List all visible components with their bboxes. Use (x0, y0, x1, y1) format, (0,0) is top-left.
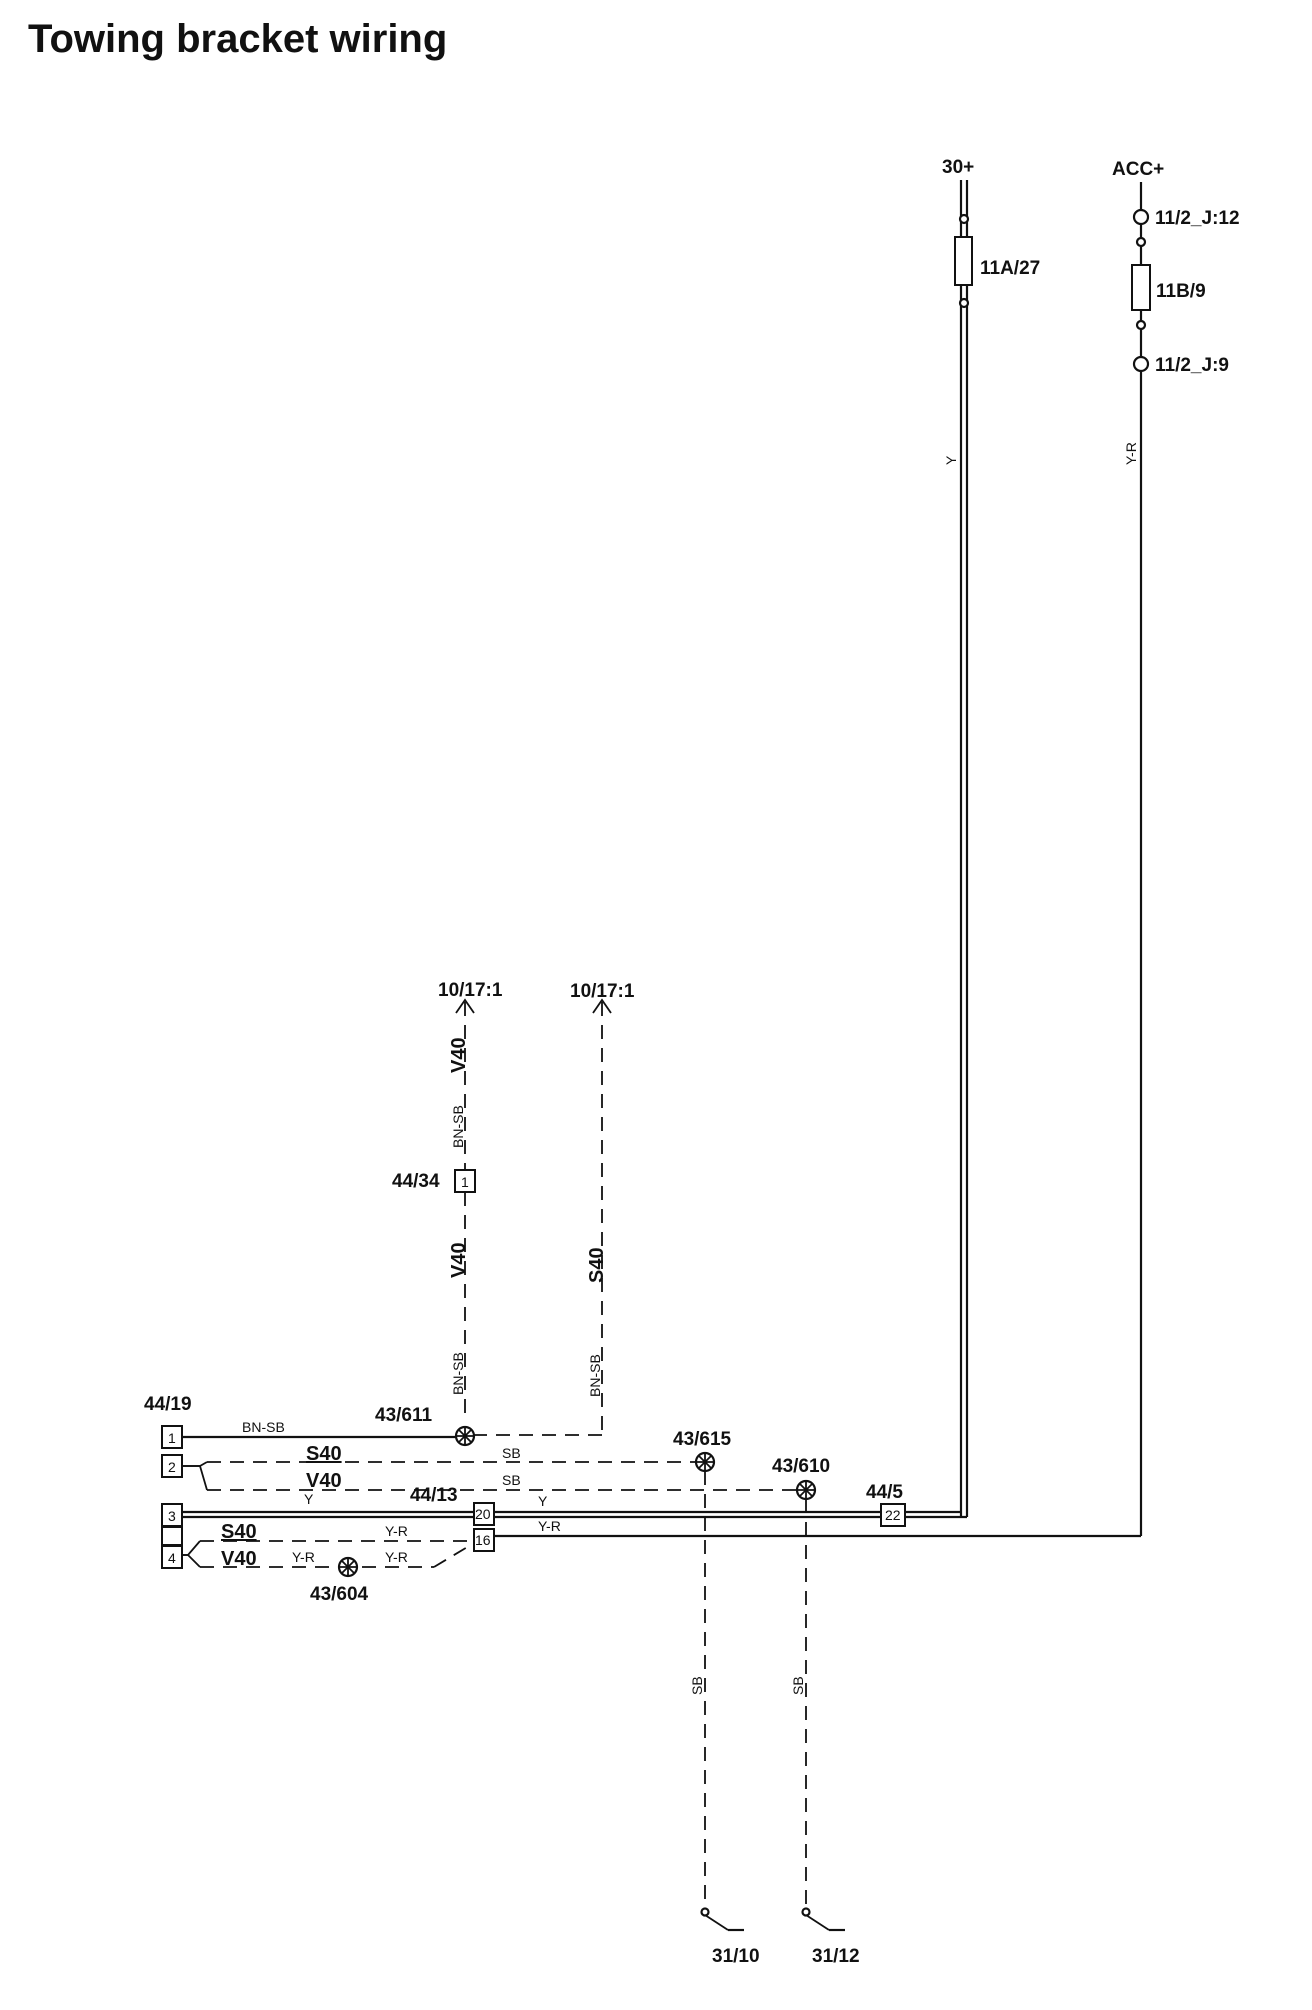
wire-color-sb-ground-2: SB (790, 1676, 806, 1695)
wire-color-bnsb-lower: BN-SB (450, 1352, 466, 1395)
connector-44-13-pin-20 (473, 1502, 495, 1526)
variant-v40-pin4: V40 (221, 1548, 257, 1570)
splice-43-610 (795, 1479, 817, 1501)
splice-43-611-label: 43/611 (375, 1405, 432, 1426)
diagram-title: Towing bracket wiring (28, 17, 447, 61)
connector-44-19-label: 44/19 (144, 1394, 192, 1415)
wire-color-y-vertical: Y (943, 455, 959, 465)
ground-31-10-label: 31/10 (712, 1946, 760, 1967)
connector-11-2-j9-label: 11/2_J:9 (1155, 355, 1229, 376)
label-30plus: 30+ (942, 157, 974, 178)
wire-color-bnsb-upper: BN-SB (450, 1105, 466, 1148)
wire-pin4-branch-bottom (182, 1554, 201, 1568)
splice-43-615 (694, 1451, 716, 1473)
fuse-terminal-bottom (958, 297, 970, 309)
ground-31-10 (700, 1907, 744, 1932)
wire-color-sb-s40: SB (502, 1445, 521, 1461)
variant-s40-pin2: S40 (306, 1443, 342, 1465)
fuse-11a27 (954, 236, 973, 286)
wire-pin2-branch-bottom (182, 1465, 208, 1491)
connector-11-2-j12-label: 11/2_J:12 (1155, 208, 1240, 229)
ground-31-12 (801, 1907, 845, 1932)
splice-43-604-label: 43/604 (310, 1584, 369, 1605)
arrow-ref-b (592, 998, 612, 1014)
fuse-11b9-label: 11B/9 (1156, 281, 1206, 302)
label-accplus: ACC+ (1112, 159, 1164, 180)
wire-color-y-main: Y (538, 1493, 548, 1509)
connector-44-13-label: 44/13 (410, 1485, 458, 1506)
fuse-11b9 (1131, 264, 1151, 311)
wire-color-bnsb-pin1: BN-SB (242, 1419, 285, 1435)
connector-44-5-pin-22-label: 22 (885, 1507, 901, 1523)
fuse-11a27-label: 11A/27 (980, 258, 1040, 279)
connector-44-13-pin-16-label: 16 (475, 1532, 491, 1548)
fuse-terminal-top (958, 213, 970, 225)
wire-color-bnsb-s40: BN-SB (587, 1354, 603, 1397)
fuse-11b9-terminal-top (1135, 236, 1147, 248)
connector-44-19-spacer (161, 1526, 183, 1546)
arrow-ref-a (455, 998, 475, 1014)
variant-s40-pin4: S40 (221, 1521, 257, 1543)
wire-pin4-branch-top (182, 1540, 201, 1556)
connector-44-13-pin-16 (473, 1528, 495, 1552)
variant-v40-upper: V40 (448, 1037, 470, 1073)
splice-43-604 (337, 1556, 359, 1578)
connector-44-34-pin: 1 (461, 1174, 469, 1190)
variant-v40-lower: V40 (448, 1242, 470, 1278)
connector-11-2-j12 (1132, 208, 1150, 226)
connector-11-2-j9 (1132, 355, 1150, 373)
wire-color-sb-ground-1: SB (689, 1676, 705, 1695)
reference-10-17-1-b: 10/17:1 (570, 981, 635, 1002)
wire-color-y-pin3: Y (304, 1491, 314, 1507)
fuse-11b9-terminal-bottom (1135, 319, 1147, 331)
wire-pin4-v40-yr-c (433, 1542, 475, 1568)
connector-44-13-pin-20-label: 20 (475, 1506, 491, 1522)
connector-44-19-pin-3-label: 3 (168, 1508, 176, 1524)
variant-v40-pin2: V40 (306, 1470, 342, 1492)
wire-color-yr-s40: Y-R (385, 1523, 408, 1539)
reference-10-17-1-a: 10/17:1 (438, 980, 503, 1001)
connector-44-19-pin-1-label: 1 (168, 1430, 176, 1446)
wire-color-yr-vertical: Y-R (1123, 442, 1139, 465)
connector-44-19-pin-4-label: 4 (168, 1550, 176, 1566)
variant-s40-vertical: S40 (586, 1247, 608, 1283)
wire-color-yr-v40-a: Y-R (292, 1549, 315, 1565)
connector-44-34-label: 44/34 (392, 1171, 440, 1192)
splice-43-611 (454, 1425, 476, 1447)
ground-31-12-label: 31/12 (812, 1946, 860, 1967)
connector-44-5-label: 44/5 (866, 1482, 903, 1503)
connector-44-5-pin-22 (880, 1503, 906, 1527)
connector-44-19-pin-2-label: 2 (168, 1459, 176, 1475)
wire-color-yr-main: Y-R (538, 1518, 561, 1534)
wire-color-yr-v40-b: Y-R (385, 1549, 408, 1565)
splice-43-610-label: 43/610 (772, 1456, 830, 1477)
wire-color-sb-v40: SB (502, 1472, 521, 1488)
splice-43-615-label: 43/615 (673, 1429, 732, 1450)
